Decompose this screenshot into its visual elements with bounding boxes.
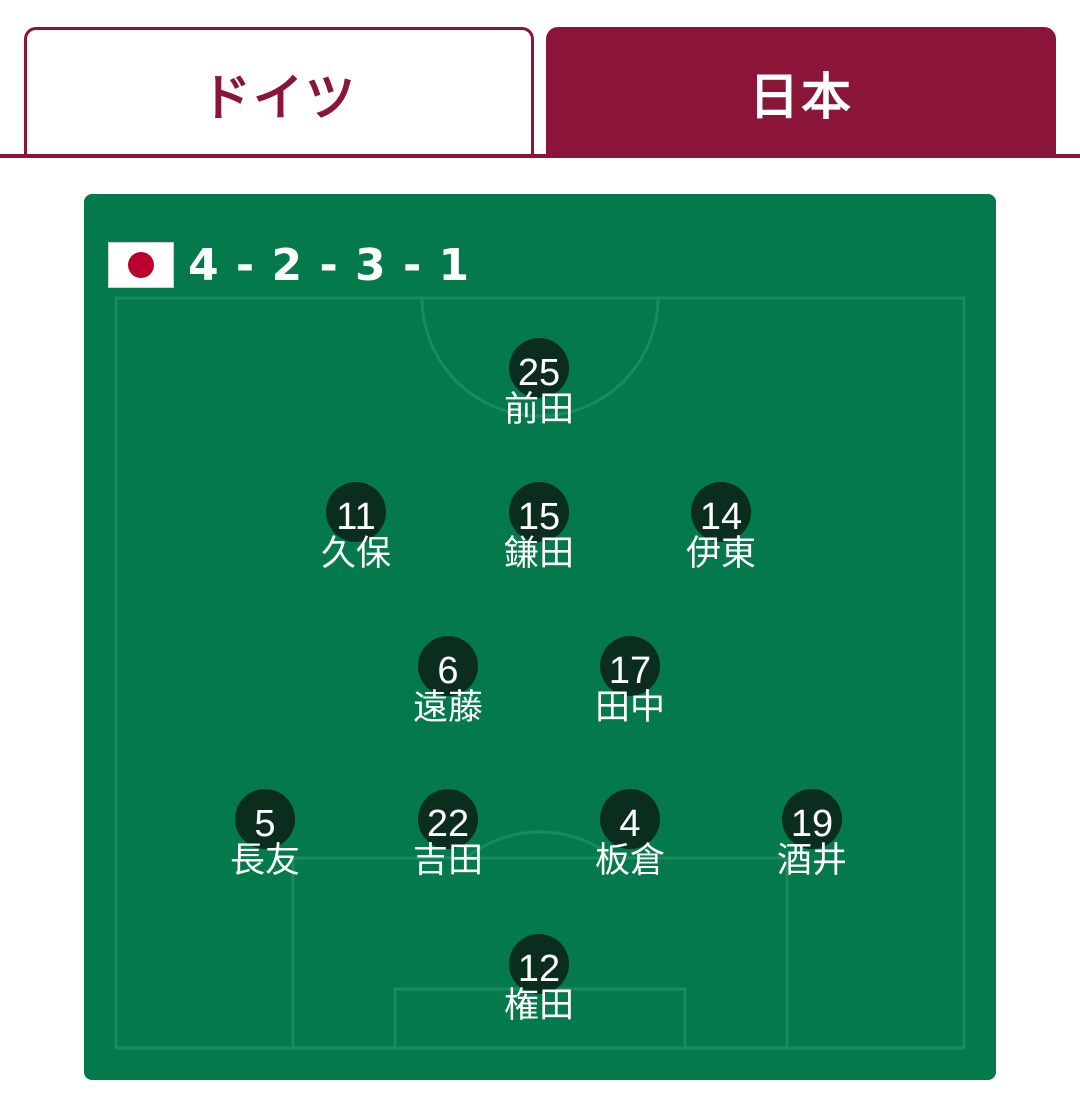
team-tabs: ドイツ 日本 [0, 0, 1080, 158]
player-name: 板倉 [594, 841, 665, 881]
tab-germany[interactable]: ドイツ [24, 27, 534, 158]
player-marker[interactable]: 11 久保 [286, 482, 426, 576]
pitch: 4 - 2 - 3 - 1 25 前田 11 久保 15 鎌田 14 伊東 6 … [84, 194, 996, 1080]
player-marker[interactable]: 12 権田 [469, 934, 609, 1028]
player-name: 田中 [594, 688, 665, 728]
player-number: 15 [509, 482, 569, 542]
player-name: 伊東 [685, 534, 756, 574]
player-name: 酒井 [776, 841, 847, 881]
player-number: 17 [600, 636, 660, 696]
player-number: 19 [782, 789, 842, 849]
tabs-underline [0, 154, 1080, 158]
player-marker[interactable]: 4 板倉 [560, 789, 700, 883]
player-marker[interactable]: 17 田中 [560, 636, 700, 730]
player-name: 権田 [503, 986, 574, 1026]
player-name: 遠藤 [412, 688, 483, 728]
player-number: 5 [235, 789, 295, 849]
player-marker[interactable]: 6 遠藤 [378, 636, 518, 730]
player-number: 12 [509, 934, 569, 994]
player-number: 22 [418, 789, 478, 849]
player-marker[interactable]: 5 長友 [195, 789, 335, 883]
formation-header: 4 - 2 - 3 - 1 [108, 239, 471, 291]
player-number: 11 [326, 482, 386, 542]
player-marker[interactable]: 14 伊東 [651, 482, 791, 576]
player-marker[interactable]: 22 吉田 [378, 789, 518, 883]
player-marker[interactable]: 19 酒井 [742, 789, 882, 883]
player-name: 鎌田 [503, 534, 574, 574]
player-number: 6 [418, 636, 478, 696]
player-marker[interactable]: 25 前田 [469, 338, 609, 432]
player-number: 25 [509, 338, 569, 398]
player-number: 14 [691, 482, 751, 542]
player-number: 4 [600, 789, 660, 849]
player-name: 吉田 [412, 841, 483, 881]
formation-label: 4 - 2 - 3 - 1 [188, 239, 471, 291]
player-marker[interactable]: 15 鎌田 [469, 482, 609, 576]
tab-japan[interactable]: 日本 [546, 27, 1056, 158]
japan-flag-icon [108, 242, 174, 288]
player-name: 前田 [503, 390, 574, 430]
player-name: 久保 [320, 534, 391, 574]
player-name: 長友 [229, 841, 300, 881]
